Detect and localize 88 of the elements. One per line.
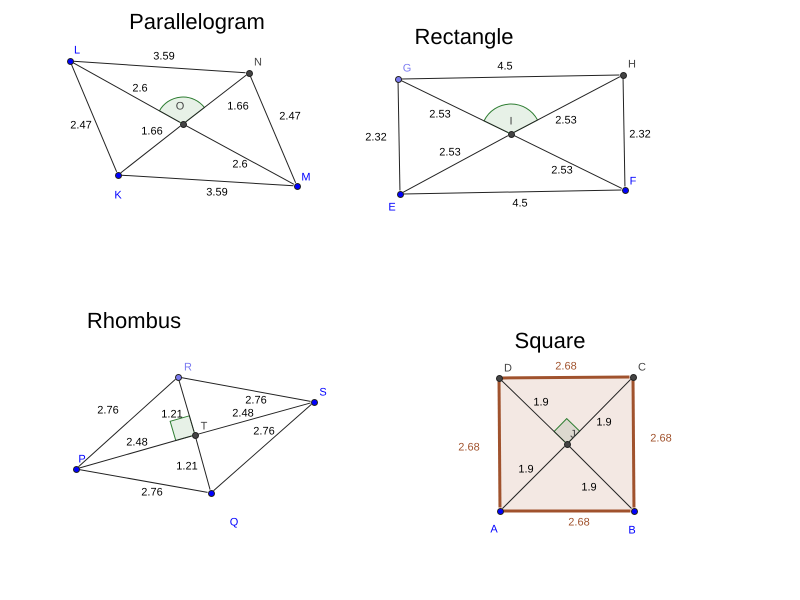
point-label: R — [184, 362, 192, 374]
length-label: 2.53 — [555, 116, 577, 126]
length-label: 2.53 — [551, 166, 573, 176]
length-label: 1.66 — [141, 126, 163, 138]
point-label: G — [402, 64, 412, 74]
shape-title: Square — [514, 330, 586, 352]
length-label: 1.9 — [596, 418, 612, 428]
line-segment — [502, 446, 566, 510]
point-label: N — [254, 58, 262, 68]
point-label: J — [570, 430, 576, 440]
line-segment — [120, 126, 181, 174]
length-label: 2.76 — [253, 426, 275, 438]
length-label: 2.47 — [279, 112, 301, 122]
line-segment — [568, 379, 632, 442]
line-segment — [403, 190, 622, 194]
length-label: 4.5 — [512, 198, 528, 210]
shape-title: Parallelogram — [129, 11, 265, 33]
shape-title: Rectangle — [414, 26, 514, 48]
point-label: A — [490, 524, 498, 536]
line-segment — [70, 64, 118, 172]
line-segment — [121, 174, 294, 186]
line-segment — [195, 438, 211, 490]
length-label: 2.68 — [568, 518, 590, 528]
line-segment — [180, 377, 312, 402]
point-label: T — [200, 422, 208, 432]
line-segment — [78, 435, 192, 469]
line-segment — [502, 376, 630, 380]
line-segment — [632, 380, 636, 508]
line-segment — [250, 76, 296, 184]
point-label: F — [630, 176, 636, 188]
length-label: 1.21 — [161, 410, 183, 420]
length-label: 2.53 — [429, 110, 451, 120]
line-segment — [398, 82, 400, 191]
length-label: 1.21 — [176, 462, 198, 472]
line-segment — [185, 74, 247, 122]
line-segment — [400, 80, 508, 133]
line-segment — [504, 510, 630, 512]
length-label: 1.66 — [227, 102, 249, 112]
shape-title: Rhombus — [86, 310, 182, 332]
point-label: L — [74, 46, 80, 56]
point-label: C — [638, 362, 646, 374]
length-label: 2.32 — [629, 130, 651, 140]
length-label: 2.68 — [650, 434, 672, 444]
length-label: 3.59 — [206, 188, 228, 198]
point-label: Q — [230, 518, 238, 528]
line-segment — [622, 78, 626, 187]
line-segment — [72, 62, 180, 123]
point-label: K — [114, 190, 122, 202]
line-segment — [498, 381, 502, 508]
length-label: 2.76 — [245, 396, 267, 406]
line-segment — [514, 76, 620, 133]
point-label: S — [319, 388, 327, 398]
line-segment — [78, 378, 176, 468]
length-label: 2.6 — [232, 160, 248, 170]
length-label: 1.9 — [533, 398, 549, 408]
length-label: 2.76 — [141, 488, 163, 498]
length-label: 2.76 — [97, 406, 119, 416]
length-label: 1.9 — [581, 482, 597, 494]
point-label: M — [301, 172, 311, 184]
line-segment — [568, 446, 632, 510]
length-label: 2.68 — [458, 442, 480, 454]
length-label: 2.48 — [126, 438, 148, 448]
line-segment — [186, 125, 294, 185]
line-segment — [73, 60, 246, 74]
point-label: P — [78, 454, 86, 466]
point-label: I — [509, 116, 513, 128]
point-label: B — [628, 526, 636, 536]
line-segment — [514, 135, 622, 189]
length-label: 2.6 — [132, 84, 148, 94]
length-label: 4.5 — [497, 62, 513, 72]
line-segment — [401, 74, 620, 80]
length-label: 2.53 — [439, 148, 461, 158]
length-label: 2.47 — [70, 120, 92, 132]
length-label: 2.68 — [555, 362, 577, 372]
length-label: 2.48 — [232, 408, 254, 420]
point-label: E — [388, 202, 396, 214]
length-label: 2.32 — [365, 132, 387, 144]
line-segment — [198, 402, 312, 435]
point-label: O — [176, 102, 184, 112]
line-segment — [78, 469, 208, 493]
length-label: 1.9 — [518, 464, 534, 476]
line-segment — [213, 404, 312, 492]
line-segment — [178, 380, 195, 432]
point-label: H — [628, 60, 636, 70]
point-label: D — [504, 364, 512, 374]
line-segment — [501, 380, 565, 442]
line-segment — [402, 135, 508, 193]
length-label: 3.59 — [153, 52, 175, 62]
